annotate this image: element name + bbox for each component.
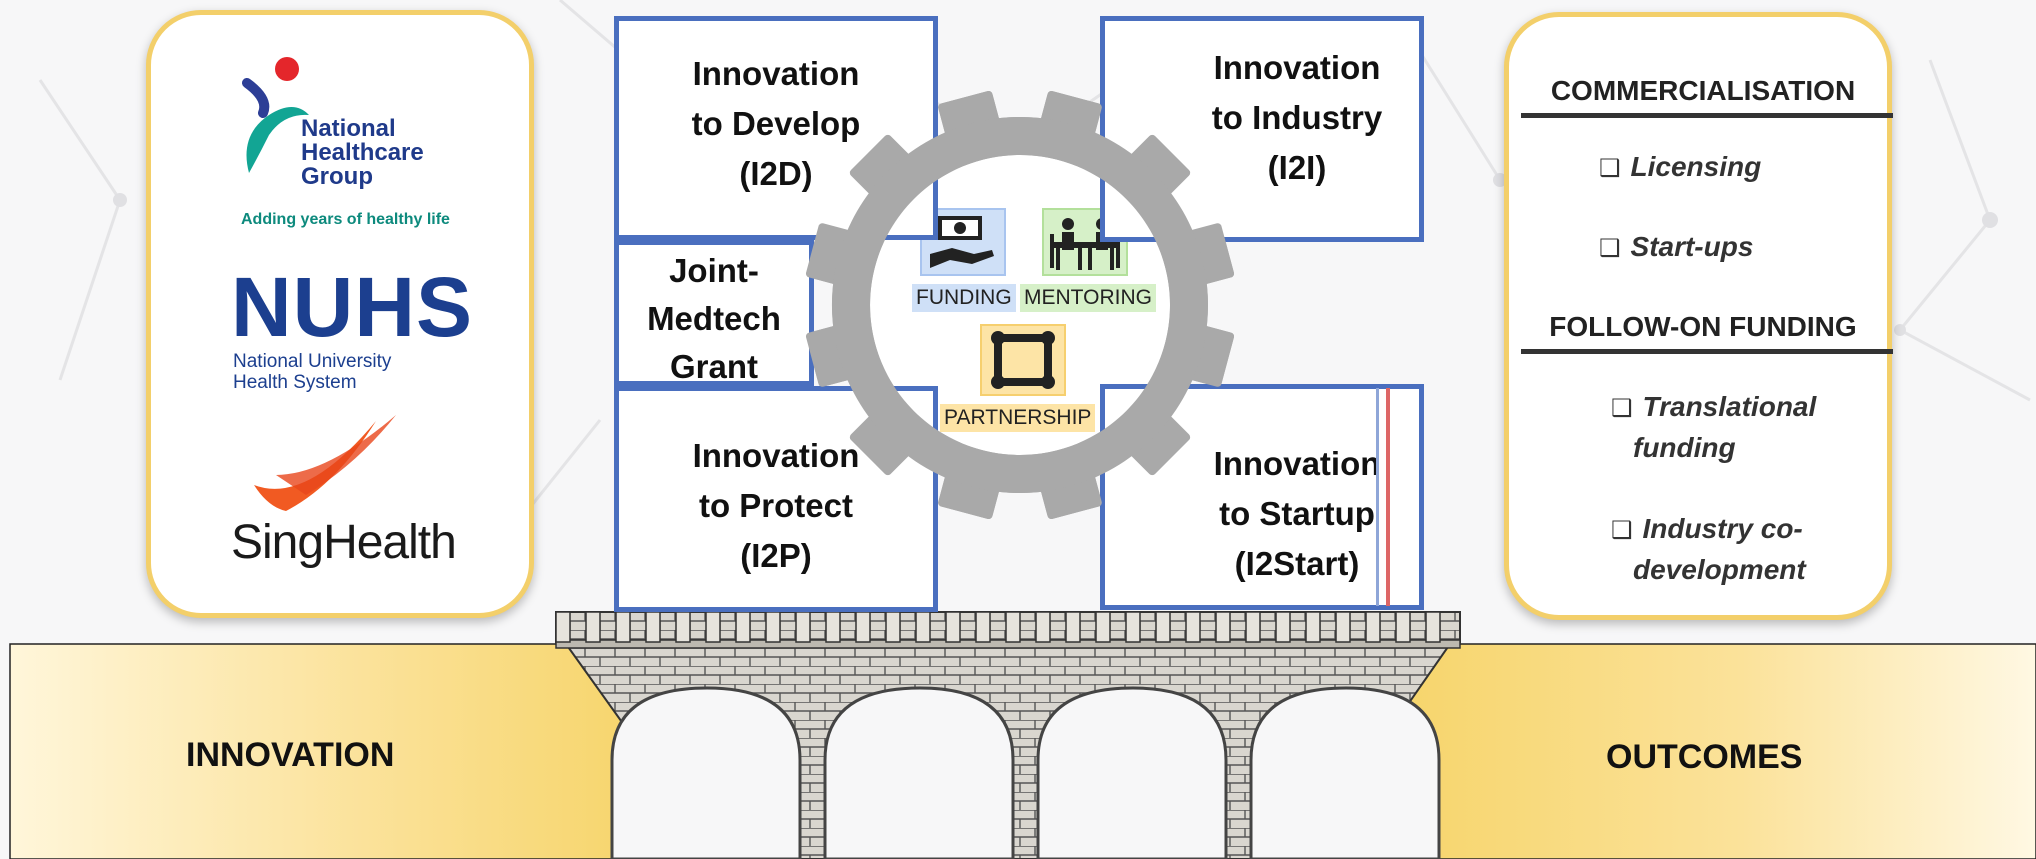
parapet-post bbox=[1425, 611, 1441, 643]
programme-joint-medtech: Joint- Medtech Grant bbox=[614, 240, 814, 386]
parapet-post bbox=[1185, 611, 1201, 643]
funding-label: FUNDING bbox=[912, 284, 1016, 312]
parapet-post bbox=[1005, 611, 1021, 643]
i2start-accent-line bbox=[1376, 388, 1379, 606]
programme-i2p: Innovation to Protect (I2P) bbox=[614, 386, 938, 612]
parapet-post bbox=[825, 611, 841, 643]
bridge-arch bbox=[1036, 686, 1228, 859]
mentoring-label: MENTORING bbox=[1020, 284, 1156, 312]
parapet-post bbox=[1275, 611, 1291, 643]
partnership-icon bbox=[980, 324, 1066, 396]
parapet-post bbox=[645, 611, 661, 643]
left-cliff bbox=[9, 643, 721, 859]
parapet-post bbox=[975, 611, 991, 643]
bridge-arch bbox=[610, 686, 802, 859]
innovation-label: INNOVATION bbox=[186, 736, 395, 774]
parapet-post bbox=[675, 611, 691, 643]
parapet-post bbox=[915, 611, 931, 643]
nhg-tagline: Adding years of healthy life bbox=[241, 211, 450, 228]
nhg-logo-text: National Healthcare Group bbox=[301, 115, 424, 190]
parapet-post bbox=[945, 611, 961, 643]
heading-rule bbox=[1521, 113, 1893, 118]
parapet-post bbox=[1155, 611, 1171, 643]
programme-i2i: Innovation to Industry (I2I) bbox=[1100, 16, 1424, 242]
parapet-post bbox=[1335, 611, 1351, 643]
parapet-post bbox=[1125, 611, 1141, 643]
parapet-post bbox=[705, 611, 721, 643]
parapet-post bbox=[885, 611, 901, 643]
outcome-item: ❑Start-ups bbox=[1599, 231, 1754, 262]
programme-i2d-label: Innovation to Develop (I2D) bbox=[691, 55, 861, 192]
parapet-post bbox=[1245, 611, 1261, 643]
parapet-post bbox=[1065, 611, 1081, 643]
i2start-accent-line bbox=[1386, 388, 1390, 606]
bridge-arch bbox=[823, 686, 1015, 859]
programme-i2p-label: Innovation to Protect (I2P) bbox=[692, 437, 860, 574]
programme-i2i-label: Innovation to Industry (I2I) bbox=[1211, 49, 1383, 186]
outcomes-label: OUTCOMES bbox=[1606, 738, 1803, 776]
parapet-post bbox=[585, 611, 601, 643]
partner-logos-panel: National Healthcare Group Adding years o… bbox=[146, 10, 534, 618]
nhg-logo-mark bbox=[242, 57, 309, 173]
heading-rule bbox=[1521, 349, 1893, 354]
singhealth-swoosh-icon bbox=[254, 415, 396, 511]
programme-i2start-label: Innovation to Startup (I2Start) bbox=[1213, 445, 1381, 582]
outcome-item: ❑Industry co-development bbox=[1611, 513, 1806, 585]
partnership-label: PARTNERSHIP bbox=[940, 404, 1096, 432]
follow-on-funding-heading: FOLLOW-ON FUNDING bbox=[1549, 311, 1857, 342]
parapet-post bbox=[1395, 611, 1411, 643]
parapet-post bbox=[855, 611, 871, 643]
parapet-post bbox=[1305, 611, 1321, 643]
parapet-post bbox=[735, 611, 751, 643]
parapet-post bbox=[555, 611, 571, 643]
bridge-arch bbox=[1249, 686, 1441, 859]
parapet-post bbox=[765, 611, 781, 643]
programme-i2d: Innovation to Develop (I2D) bbox=[614, 16, 938, 240]
parapet-post bbox=[1365, 611, 1381, 643]
nuhs-logo: NUHS bbox=[231, 260, 474, 354]
outcomes-panel: COMMERCIALISATION ❑Licensing ❑Start-ups … bbox=[1504, 12, 1893, 620]
parapet-post bbox=[1095, 611, 1111, 643]
outcome-item: ❑Licensing bbox=[1599, 151, 1762, 182]
parapet-post bbox=[1035, 611, 1051, 643]
parapet-post bbox=[615, 611, 631, 643]
parapet-post bbox=[795, 611, 811, 643]
commercialisation-heading: COMMERCIALISATION bbox=[1550, 75, 1856, 106]
singhealth-logo-text: SingHealth bbox=[231, 516, 457, 569]
programme-joint-medtech-label: Joint- Medtech Grant bbox=[647, 252, 781, 385]
nuhs-logo-text: National University Health System bbox=[233, 351, 392, 393]
parapet-post bbox=[1215, 611, 1231, 643]
